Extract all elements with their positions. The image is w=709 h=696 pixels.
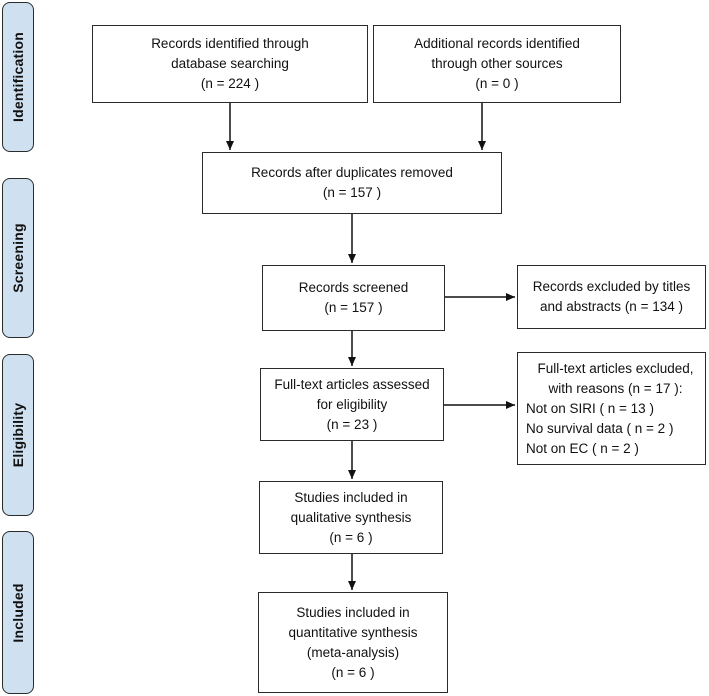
stage-screening: Screening [2,178,34,338]
box-line: (n = 6 ) [329,529,373,545]
stage-included: Included [2,531,34,694]
box-line: Records identified through [151,36,309,51]
box-line: (n = 6 ) [331,664,375,680]
box-line: Full-text articles excluded, [537,360,694,376]
box-after-duplicates: Records after duplicates removed (n = 15… [202,152,502,214]
box-line: (n = 23 ) [326,416,378,432]
box-line: Additional records identified [414,36,580,51]
box-line: for eligibility [316,396,388,412]
box-line: Studies included in [294,489,408,505]
exclusion-reason: Not on SIRI ( n = 13 ) [526,400,654,416]
stage-identification: Identification [2,2,34,152]
box-line: Records after duplicates removed [251,165,453,180]
stage-eligibility: Eligibility [2,354,34,516]
box-records-screened: Records screened (n = 157 ) [262,265,445,331]
box-database-search: Records identified through database sear… [92,25,368,103]
box-fulltext-excluded: Full-text articles excluded, with reason… [517,352,706,465]
box-line: with reasons (n = 17 ): [548,380,683,396]
box-line: (n = 157 ) [322,185,382,200]
box-line: and abstracts (n = 134 ) [540,299,683,314]
box-line: (n = 0 ) [475,76,519,91]
box-quantitative-synthesis: Studies included in quantitative synthes… [258,592,448,693]
box-fulltext-assessed: Full-text articles assessed for eligibil… [260,368,444,441]
box-line: Records excluded by titles [532,279,691,294]
exclusion-reason: Not on EC ( n = 2 ) [526,440,639,456]
box-line: quantitative synthesis [288,624,418,640]
box-line: (n = 224 ) [200,76,260,91]
box-excluded-titles: Records excluded by titles and abstracts… [517,265,706,329]
box-line: (meta-analysis) [306,644,400,660]
box-line: through other sources [431,56,563,71]
box-line: (n = 157 ) [324,300,383,315]
exclusion-reason: No survival data ( n = 2 ) [526,420,674,436]
box-qualitative-synthesis: Studies included in qualitative synthesi… [259,481,443,554]
box-line: database searching [171,56,289,71]
box-line: Studies included in [296,604,410,620]
box-other-sources: Additional records identified through ot… [373,25,621,103]
box-line: qualitative synthesis [290,509,412,525]
box-line: Records screened [298,280,409,295]
box-line: Full-text articles assessed [274,376,430,392]
